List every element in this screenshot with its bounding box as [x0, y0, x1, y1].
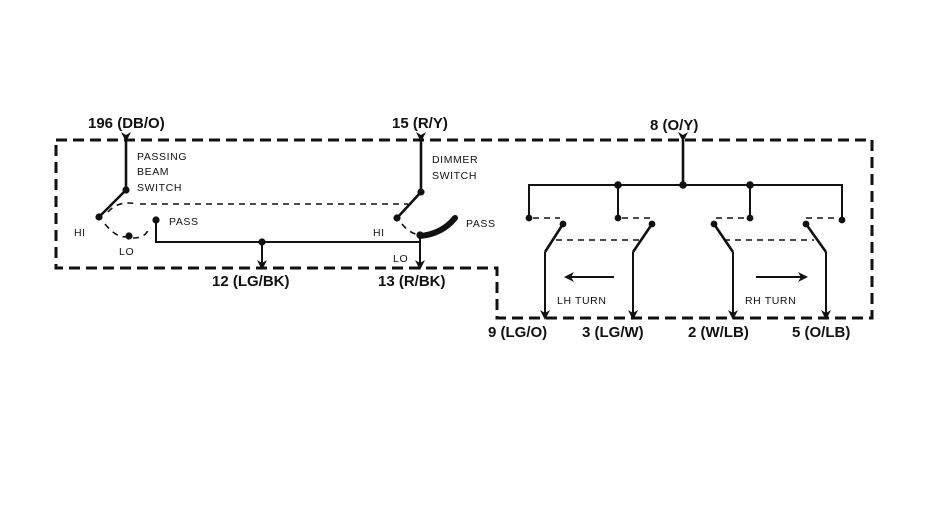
- rh-turn-label: RH TURN: [745, 295, 796, 307]
- dimmer-switch: [257, 132, 458, 270]
- switch-housing-outline: [54, 138, 874, 320]
- wire-label-2: 2 (W/LB): [688, 324, 749, 341]
- wire-label-13: 13 (R/BK): [378, 273, 446, 290]
- passing-switch-lo: LO: [119, 246, 134, 258]
- turn-signal-switch: [525, 132, 846, 320]
- wire-label-12: 12 (LG/BK): [212, 273, 290, 290]
- wire-label-8: 8 (O/Y): [650, 117, 698, 134]
- dimmer-switch-hi: HI: [373, 227, 385, 239]
- lh-turn-label: LH TURN: [557, 295, 607, 307]
- passing-switch-label-3: SWITCH: [137, 182, 182, 194]
- wire-label-3: 3 (LG/W): [582, 324, 644, 341]
- dimmer-switch-lo: LO: [393, 253, 408, 265]
- wire-label-5: 5 (O/LB): [792, 324, 850, 341]
- dimmer-switch-label-1: DIMMER: [432, 154, 478, 166]
- wire-label-196: 196 (DB/O): [88, 115, 165, 132]
- dimmer-switch-pass: PASS: [466, 218, 496, 230]
- passing-beam-switch: [95, 132, 420, 243]
- dimmer-switch-label-2: SWITCH: [432, 170, 477, 182]
- passing-switch-label-1: PASSING: [137, 151, 187, 163]
- passing-switch-pass: PASS: [169, 216, 199, 228]
- wire-label-9: 9 (LG/O): [488, 324, 547, 341]
- wire-label-15: 15 (R/Y): [392, 115, 448, 132]
- passing-switch-label-2: BEAM: [137, 166, 169, 178]
- passing-switch-hi: HI: [74, 227, 86, 239]
